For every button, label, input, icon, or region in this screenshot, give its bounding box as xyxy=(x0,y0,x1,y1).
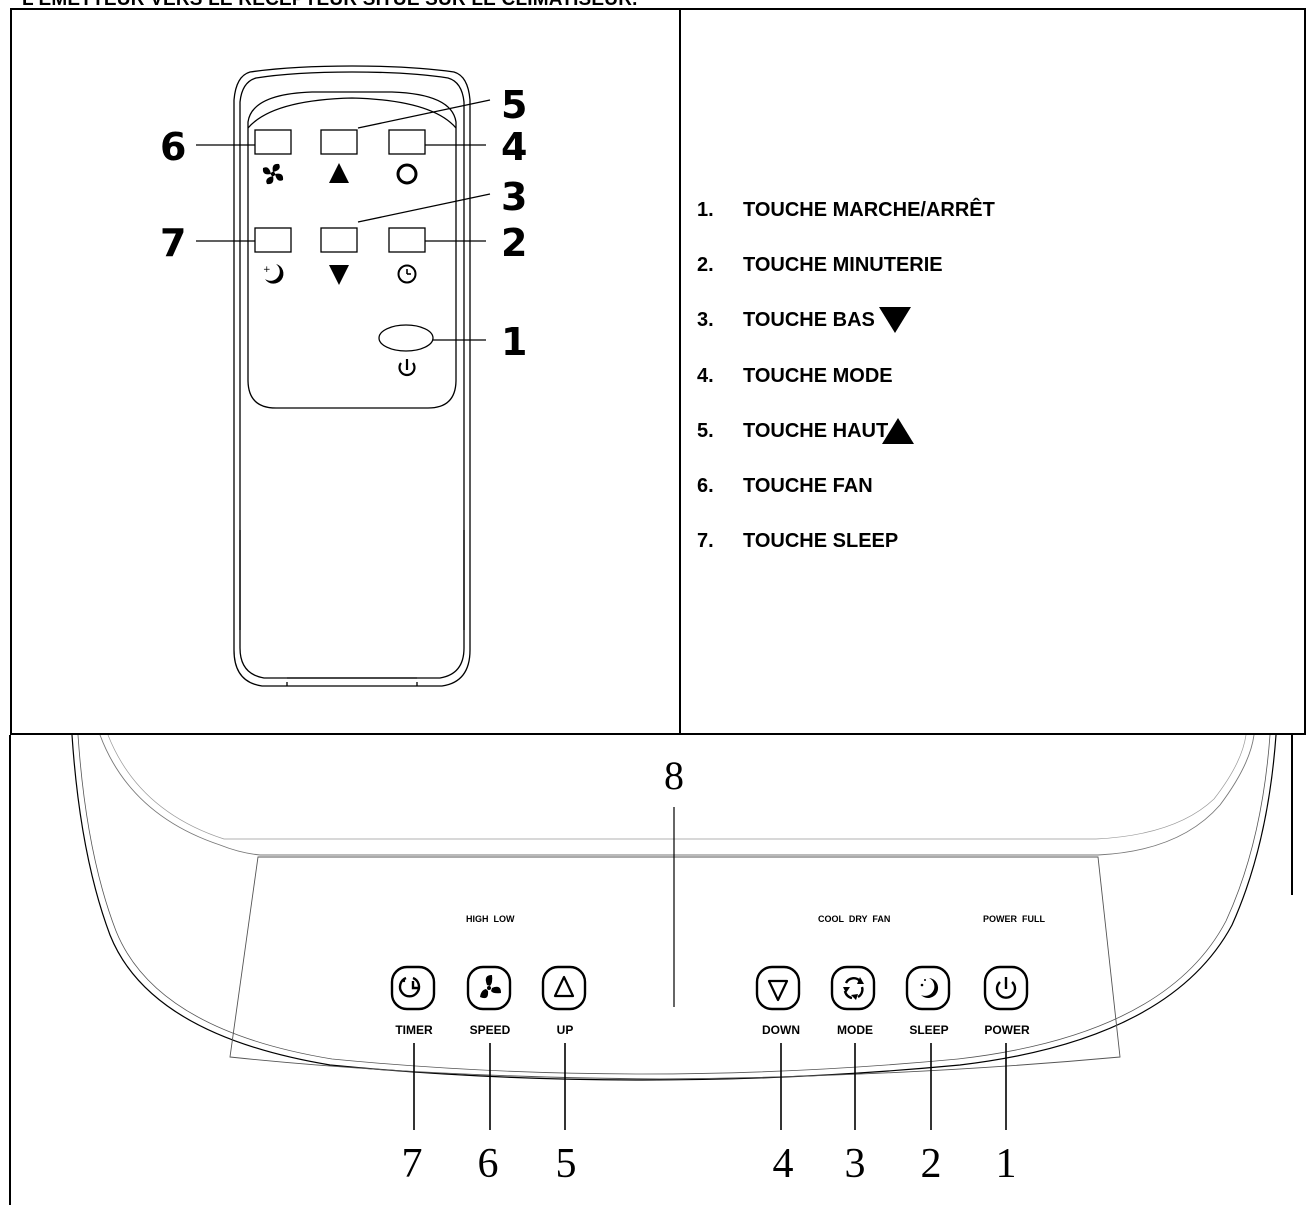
power-icon xyxy=(398,359,416,377)
fan-icon xyxy=(262,163,284,185)
triangle-down-outline-icon xyxy=(767,979,789,1002)
up-button[interactable] xyxy=(541,965,587,1011)
mode-icon xyxy=(396,163,418,185)
callout-5: 5 xyxy=(501,83,527,127)
speed-button[interactable] xyxy=(466,965,512,1011)
list-item-number: 1. xyxy=(697,198,714,221)
timer-label: TIMER xyxy=(395,1023,433,1037)
speed-label: SPEED xyxy=(470,1023,511,1037)
callout-speed: 6 xyxy=(478,1141,499,1187)
remote-diagram-cell: + 6 5 4 3 7 2 1 xyxy=(12,10,679,733)
list-item-label: TOUCHE MARCHE/ARRÊT xyxy=(743,198,995,221)
list-item-label: TOUCHE MINUTERIE xyxy=(743,253,943,276)
callout-1: 1 xyxy=(501,320,527,364)
triangle-down-icon xyxy=(329,265,349,285)
control-panel-drawing: HIGH LOW COOL DRY FAN POWER FULL 8 xyxy=(9,734,1293,1205)
down-button[interactable] xyxy=(755,965,801,1011)
power-button[interactable] xyxy=(983,965,1029,1011)
timer-button[interactable] xyxy=(390,965,436,1011)
control-panel-diagram: HIGH LOW COOL DRY FAN POWER FULL 8 xyxy=(0,734,1308,1205)
callout-8: 8 xyxy=(664,753,684,798)
callout-7: 7 xyxy=(160,221,186,265)
mode-label: MODE xyxy=(837,1023,873,1037)
callout-up: 5 xyxy=(556,1141,577,1187)
timer-icon xyxy=(398,976,421,998)
moon-icon xyxy=(920,978,939,998)
list-item: 2. TOUCHE MINUTERIE xyxy=(697,237,995,292)
moon-icon: + xyxy=(263,264,284,284)
sleep-label: SLEEP xyxy=(909,1023,948,1037)
callout-3: 3 xyxy=(501,175,527,219)
indicator-speed-levels: HIGH LOW xyxy=(466,914,515,924)
list-item: 1. TOUCHE MARCHE/ARRÊT xyxy=(697,182,995,237)
callout-6: 6 xyxy=(160,125,186,169)
down-label: DOWN xyxy=(762,1023,800,1037)
sleep-button[interactable] xyxy=(905,965,951,1011)
triangle-up-outline-icon xyxy=(553,975,575,998)
list-item-label: TOUCHE HAUT xyxy=(743,419,889,442)
list-item-number: 2. xyxy=(697,253,714,276)
indicator-power-full: POWER FULL xyxy=(983,914,1045,924)
svg-text:+: + xyxy=(263,265,271,275)
up-label: UP xyxy=(557,1023,574,1037)
list-item: 6. TOUCHE FAN xyxy=(697,458,995,513)
callout-2: 2 xyxy=(501,221,527,265)
mode-cycle-icon xyxy=(843,976,864,1000)
list-item: 7. TOUCHE SLEEP xyxy=(697,514,995,569)
list-item-label: TOUCHE SLEEP xyxy=(743,530,899,553)
key-list: 1. TOUCHE MARCHE/ARRÊT 2. TOUCHE MINUTERIE… xyxy=(697,182,995,569)
callout-mode: 3 xyxy=(845,1141,866,1187)
list-item: 3. TOUCHE BAS xyxy=(697,293,995,348)
remote-control-drawing: + 6 5 4 3 7 2 1 xyxy=(160,65,527,687)
clock-icon xyxy=(397,264,417,284)
triangle-down-icon xyxy=(878,307,911,334)
triangle-up-icon xyxy=(882,417,915,444)
key-list-cell: 1. TOUCHE MARCHE/ARRÊT 2. TOUCHE MINUTERIE… xyxy=(681,10,1304,733)
list-item-label: TOUCHE FAN xyxy=(743,475,873,498)
triangle-up-icon xyxy=(329,163,349,183)
power-icon xyxy=(995,977,1017,999)
list-item-label: TOUCHE BAS xyxy=(743,309,875,332)
callout-power: 1 xyxy=(996,1141,1017,1187)
power-label: POWER xyxy=(984,1023,1030,1037)
list-item-number: 6. xyxy=(697,475,714,498)
list-item-label: TOUCHE MODE xyxy=(743,364,893,387)
fan-icon xyxy=(480,975,501,999)
list-item: 5. TOUCHE HAUT xyxy=(697,403,995,458)
callout-sleep: 2 xyxy=(921,1141,942,1187)
list-item: 4. TOUCHE MODE xyxy=(697,348,995,403)
callout-4: 4 xyxy=(501,125,527,169)
mode-button[interactable] xyxy=(830,965,876,1011)
table-frame xyxy=(10,8,1306,735)
callout-timer: 7 xyxy=(402,1141,423,1187)
indicator-modes: COOL DRY FAN xyxy=(818,914,890,924)
list-item-number: 3. xyxy=(697,309,714,332)
table-divider xyxy=(679,8,681,735)
list-item-number: 4. xyxy=(697,364,714,387)
callout-down: 4 xyxy=(773,1141,794,1187)
list-item-number: 7. xyxy=(697,530,714,553)
header-title: L'ÉMETTEUR VERS LE RÉCEPTEUR SITUÉ SUR L… xyxy=(22,0,638,8)
list-item-number: 5. xyxy=(697,419,714,442)
